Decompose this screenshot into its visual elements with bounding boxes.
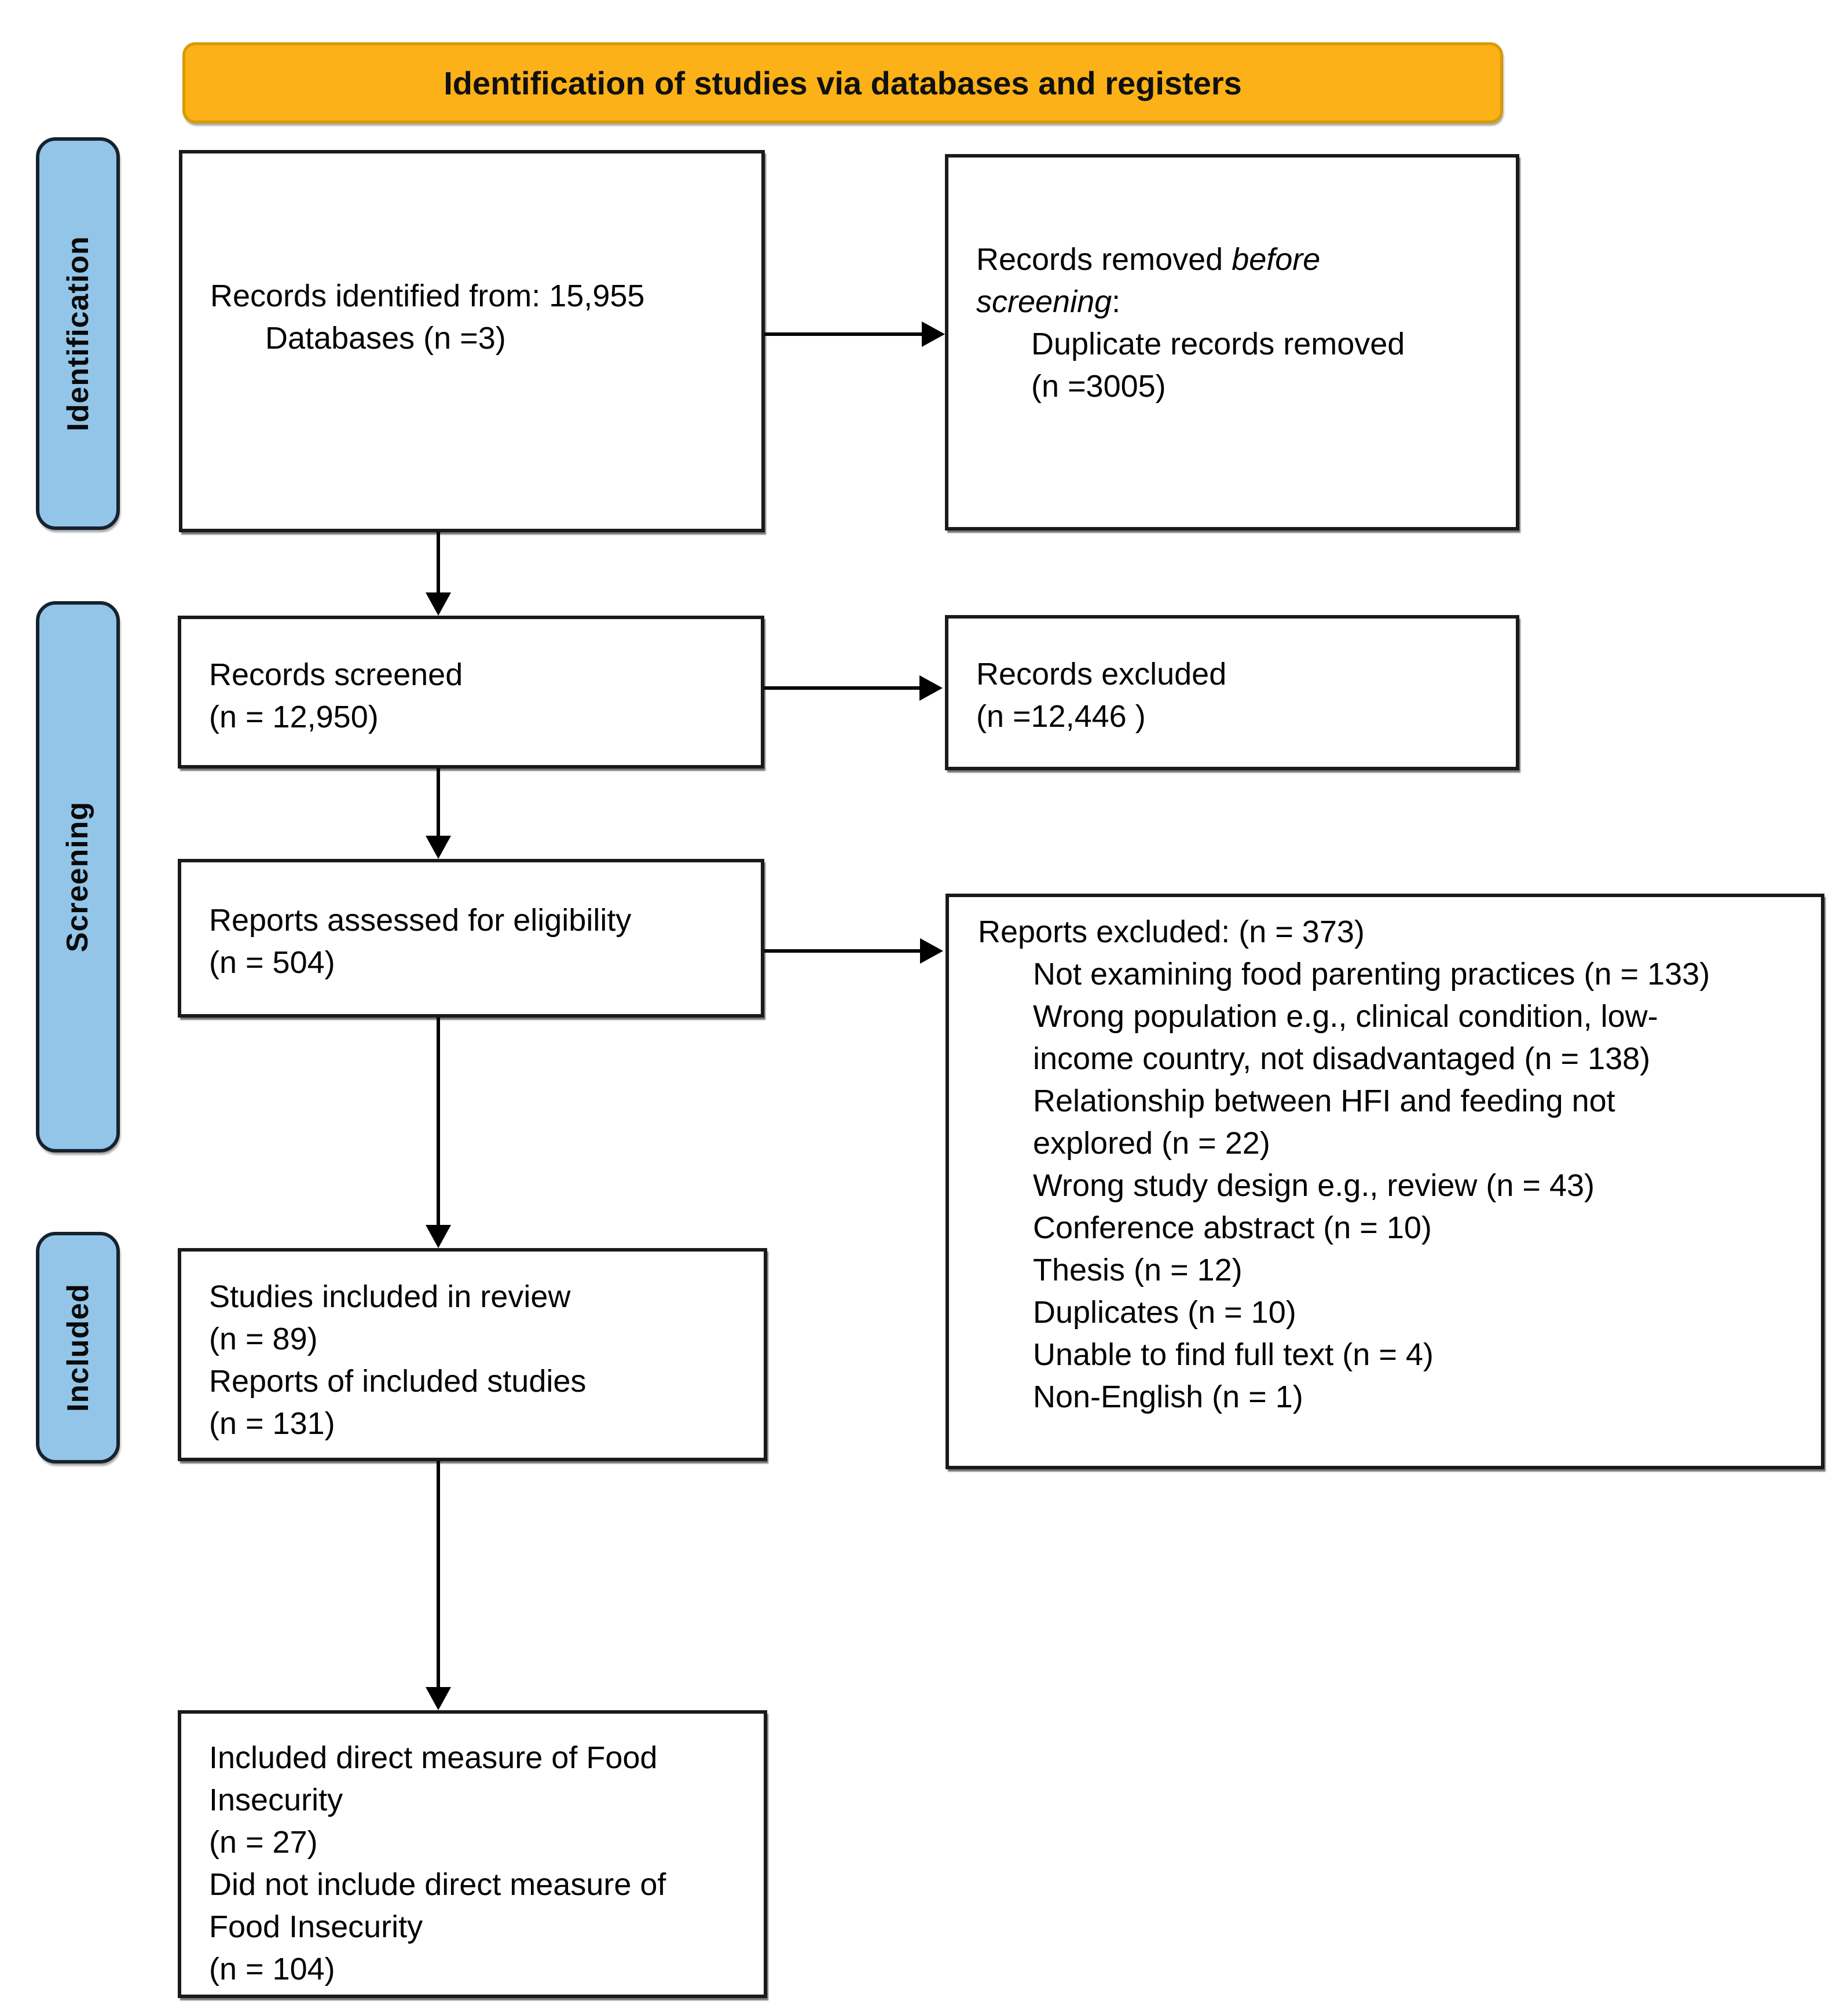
sidebar-included: Included <box>36 1232 120 1463</box>
arrow-identified-to-screened-line <box>437 532 440 594</box>
records-excluded-line2: (n =12,446 ) <box>976 699 1146 734</box>
studies-included-line3: Reports of included studies <box>209 1364 587 1399</box>
direct-measure-line4: Did not include direct measure of <box>209 1867 666 1902</box>
arrow-identified-to-removed-line <box>765 332 924 336</box>
excluded-reason-line: Unable to find full text (n = 4) <box>1033 1337 1434 1372</box>
excluded-reason-line: explored (n = 22) <box>1033 1126 1270 1161</box>
records-removed-line1: Records removed before <box>976 239 1510 281</box>
excluded-reason-line: Wrong study design e.g., review (n = 43) <box>1033 1168 1595 1203</box>
banner-identification-of-studies: Identification of studies via databases … <box>182 42 1503 123</box>
direct-measure-line3: (n = 27) <box>209 1825 318 1860</box>
excluded-reason-line: Wrong population e.g., clinical conditio… <box>1033 999 1658 1034</box>
arrow-assessed-to-reasons-line <box>764 949 922 953</box>
records-removed-detail1: Duplicate records removed <box>1031 327 1405 361</box>
arrow-screened-to-assessed-line <box>437 769 440 837</box>
excluded-reason-line: Thesis (n = 12) <box>1033 1253 1243 1287</box>
reports-assessed-line1: Reports assessed for eligibility <box>209 903 632 938</box>
sidebar-identification: Identification <box>36 137 120 530</box>
studies-included-line1: Studies included in review <box>209 1279 571 1314</box>
records-removed-prefix: Records removed <box>976 242 1232 277</box>
records-removed-line2: screening: <box>976 281 1510 323</box>
records-screened-line2: (n = 12,950) <box>209 700 379 734</box>
records-excluded-line1: Records excluded <box>976 657 1227 691</box>
records-removed-colon: : <box>1112 284 1121 319</box>
excluded-reason-line: income country, not disadvantaged (n = 1… <box>1033 1041 1651 1076</box>
arrow-screened-to-excluded-line <box>764 686 922 690</box>
box-records-screened: Records screened (n = 12,950) <box>178 616 764 769</box>
excluded-reason-line: Not examining food parenting practices (… <box>1033 957 1710 991</box>
records-screened-line1: Records screened <box>209 657 463 692</box>
excluded-reason-line: Duplicates (n = 10) <box>1033 1295 1296 1330</box>
arrow-assessed-to-reasons-head <box>920 938 943 964</box>
arrow-assessed-to-included-line <box>437 1018 440 1226</box>
arrow-included-to-measure-line <box>437 1461 440 1688</box>
excluded-reason-line: Non-English (n = 1) <box>1033 1380 1303 1414</box>
box-records-removed: Records removed before screening: Duplic… <box>945 154 1519 530</box>
arrow-included-to-measure-head <box>426 1687 451 1710</box>
studies-included-line2: (n = 89) <box>209 1322 318 1356</box>
sidebar-screening-label: Screening <box>61 801 95 953</box>
box-reports-assessed: Reports assessed for eligibility (n = 50… <box>178 859 764 1018</box>
reports-excluded-header: Reports excluded: (n = 373) <box>978 914 1365 949</box>
box-direct-measure: Included direct measure of Food Insecuri… <box>178 1710 767 1998</box>
box-records-identified: Records identified from: 15,955 Database… <box>179 150 765 532</box>
sidebar-identification-label: Identification <box>61 236 95 431</box>
direct-measure-line2: Insecurity <box>209 1783 343 1817</box>
studies-included-line4: (n = 131) <box>209 1406 335 1441</box>
arrow-screened-to-assessed-head <box>426 836 451 859</box>
excluded-reason-line: Conference abstract (n = 10) <box>1033 1210 1432 1245</box>
sidebar-included-label: Included <box>61 1283 95 1412</box>
box-records-excluded: Records excluded (n =12,446 ) <box>945 615 1519 770</box>
banner-title: Identification of studies via databases … <box>444 64 1242 101</box>
excluded-reason-line: Relationship between HFI and feeding not <box>1033 1084 1615 1118</box>
box-reports-excluded: Reports excluded: (n = 373) Not examinin… <box>946 894 1824 1469</box>
direct-measure-line6: (n = 104) <box>209 1952 335 1986</box>
arrow-screened-to-excluded-head <box>919 675 943 701</box>
records-removed-italic2: screening <box>976 284 1112 319</box>
sidebar-screening: Screening <box>36 601 120 1152</box>
reports-assessed-line2: (n = 504) <box>209 945 335 980</box>
direct-measure-line5: Food Insecurity <box>209 1909 423 1944</box>
records-identified-line1: Records identified from: 15,955 <box>210 279 645 313</box>
arrow-identified-to-screened-head <box>426 592 451 616</box>
direct-measure-line1: Included direct measure of Food <box>209 1740 658 1775</box>
records-removed-italic1: before <box>1232 242 1321 277</box>
records-identified-line2: Databases (n =3) <box>265 321 506 356</box>
arrow-identified-to-removed-head <box>922 321 945 347</box>
box-studies-included: Studies included in review (n = 89) Repo… <box>178 1248 767 1461</box>
arrow-assessed-to-included-head <box>426 1225 451 1248</box>
records-removed-detail2: (n =3005) <box>1031 369 1166 404</box>
